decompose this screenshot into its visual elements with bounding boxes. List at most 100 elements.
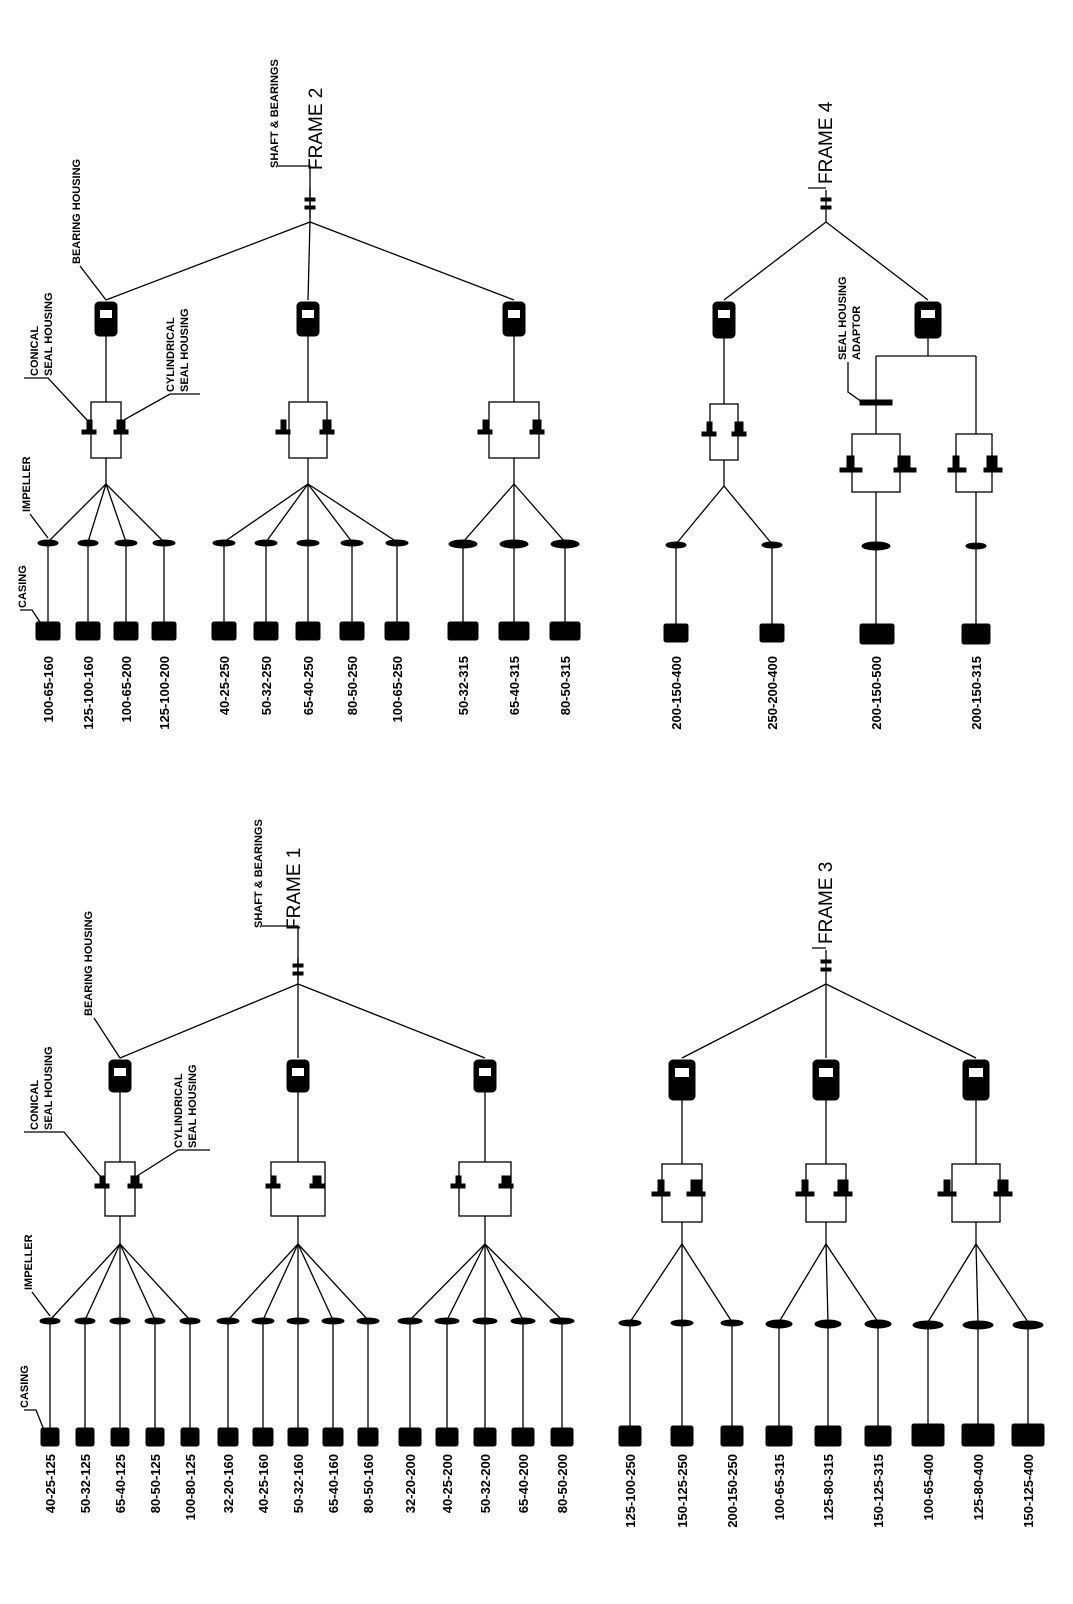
model-label: 150-125-315 (871, 1454, 886, 1528)
model-label: 200-150-500 (869, 656, 884, 730)
conical-label-line2: SEAL HOUSING (43, 1046, 55, 1130)
cylindrical-label-line2: SEAL HOUSING (187, 1064, 199, 1148)
conical-label-line1: CONICAL (29, 1080, 41, 1130)
impeller-fan-group-1 (629, 1243, 733, 1323)
model-label: 50-32-200 (478, 1454, 493, 1513)
seal-housing-box (270, 1161, 326, 1217)
bearing-housing-icon (286, 1059, 310, 1093)
cylindrical-label-line1: CYLINDRICAL (165, 317, 177, 392)
bearing-housing-label: BEARING HOUSING (71, 159, 83, 264)
bearing-housing-icon (296, 301, 320, 337)
model-label: 100-65-315 (772, 1454, 787, 1521)
model-label: 40-25-200 (440, 1454, 455, 1513)
bearing-housing-icon (812, 1059, 840, 1101)
model-label: 50-32-125 (78, 1454, 93, 1513)
shaft-bearings-icon (304, 188, 316, 218)
impeller-fan-group-2 (778, 1243, 879, 1323)
model-label: 65-40-200 (516, 1454, 531, 1513)
impeller-fan-group-2 (227, 1243, 369, 1321)
frame-3: FRAME 3 125-100-250 150-125-250 200-150-… (618, 862, 1045, 1528)
model-label: 40-25-250 (217, 656, 232, 715)
model-label: 50-32-315 (456, 656, 471, 715)
model-label: 125-100-160 (81, 656, 96, 730)
model-label: 80-50-125 (148, 1454, 163, 1513)
frame-label: FRAME 3 (816, 862, 837, 944)
seal-housing-box (951, 1163, 1001, 1223)
model-label: 40-25-125 (43, 1454, 58, 1513)
model-label: 125-80-315 (821, 1454, 836, 1521)
model-labels: 100-65-160 125-100-160 100-65-200 125-10… (41, 656, 573, 730)
shaft-bearings-label: SHAFT & BEARINGS (269, 59, 281, 168)
model-label: 200-150-400 (669, 656, 684, 730)
model-labels: 125-100-250 150-125-250 200-150-250 100-… (623, 1454, 1036, 1528)
bearing-housing-icon (94, 301, 118, 337)
frame-2: SHAFT & BEARINGS FRAME 2 BEARING HOUSING… (17, 59, 581, 730)
bearing-housing-icon (668, 1059, 696, 1101)
casing-label: CASING (17, 565, 29, 608)
model-label: 150-125-250 (675, 1454, 690, 1528)
model-labels: 200-150-400 250-200-400 200-150-500 200-… (669, 656, 984, 730)
model-label: 250-200-400 (765, 656, 780, 730)
impeller-fan-group-3 (409, 1243, 563, 1321)
model-label: 50-32-160 (291, 1454, 306, 1513)
impeller-casing-columns (39, 1317, 575, 1447)
model-labels: 40-25-125 50-32-125 65-40-125 80-50-125 … (43, 1454, 570, 1521)
cylindrical-label-line1: CYLINDRICAL (173, 1073, 185, 1148)
conical-label-line1: CONICAL (29, 326, 41, 376)
model-label: 40-25-160 (256, 1454, 271, 1513)
model-label: 50-32-250 (259, 656, 274, 715)
frame-4: FRAME 4 SEAL HOUSING ADAPTOR 200-150-400… (663, 101, 1003, 730)
bearing-housing-label: BEARING HOUSING (83, 911, 95, 1016)
seal-housing-adaptor-icon (859, 399, 893, 406)
impeller-fan-group-3 (927, 1243, 1029, 1323)
cylindrical-label-line2: SEAL HOUSING (179, 308, 191, 392)
shaft-bearings-label: SHAFT & BEARINGS (253, 819, 265, 928)
model-label: 125-80-400 (971, 1454, 986, 1521)
impeller-casing-columns (618, 1319, 1045, 1447)
model-label: 80-50-250 (345, 656, 360, 715)
model-label: 150-125-400 (1021, 1454, 1036, 1528)
model-label: 65-40-160 (326, 1454, 341, 1513)
shaft-bearings-icon (292, 958, 304, 980)
bearing-housing-icon (473, 1059, 497, 1093)
impeller-fan-group-1 (49, 1243, 191, 1321)
impeller-casing-columns (663, 492, 991, 645)
model-label: 100-80-125 (183, 1454, 198, 1521)
model-label: 200-150-250 (725, 1454, 740, 1528)
bearing-housing-icon (108, 1059, 132, 1093)
model-label: 80-50-200 (555, 1454, 570, 1513)
impeller-label: IMPELLER (23, 1234, 35, 1290)
model-label: 125-100-200 (157, 656, 172, 730)
bearing-housing-icon (962, 1059, 990, 1101)
seal-housing-box (851, 433, 901, 493)
adaptor-label-line1: SEAL HOUSING (837, 276, 849, 360)
model-label: 200-150-315 (969, 656, 984, 730)
shaft-leader (278, 165, 311, 190)
impeller-fan-group-1 (675, 485, 773, 545)
bearing-housing-icon (502, 301, 526, 337)
model-label: 65-40-315 (507, 656, 522, 715)
frame-label: FRAME 2 (306, 88, 327, 170)
model-label: 65-40-250 (301, 656, 316, 715)
frame-label: FRAME 1 (284, 848, 305, 930)
model-label: 32-20-200 (403, 1454, 418, 1513)
seal-housing-box (458, 1161, 512, 1217)
adaptor-label-line2: ADAPTOR (851, 306, 863, 360)
shaft-bearings-icon (820, 197, 832, 210)
shaft-bearings-icon (820, 959, 832, 972)
impeller-casing-columns (35, 539, 581, 641)
model-label: 100-65-200 (119, 656, 134, 723)
model-label: 32-20-160 (221, 1454, 236, 1513)
model-label: 100-65-250 (390, 656, 405, 723)
bearing-housing-icon (914, 301, 942, 339)
impeller-fan-group-3 (462, 483, 566, 543)
conical-label-line2: SEAL HOUSING (43, 292, 55, 376)
bearing-housing-icon (712, 301, 736, 339)
impeller-fan-group-2 (223, 483, 398, 543)
shaft-leader (262, 925, 299, 960)
model-label: 125-100-250 (623, 1454, 638, 1528)
seal-housing-box (104, 1161, 136, 1217)
frame-label: FRAME 4 (816, 101, 837, 184)
frame-1: SHAFT & BEARINGS FRAME 1 BEARING HOUSING… (19, 819, 575, 1521)
